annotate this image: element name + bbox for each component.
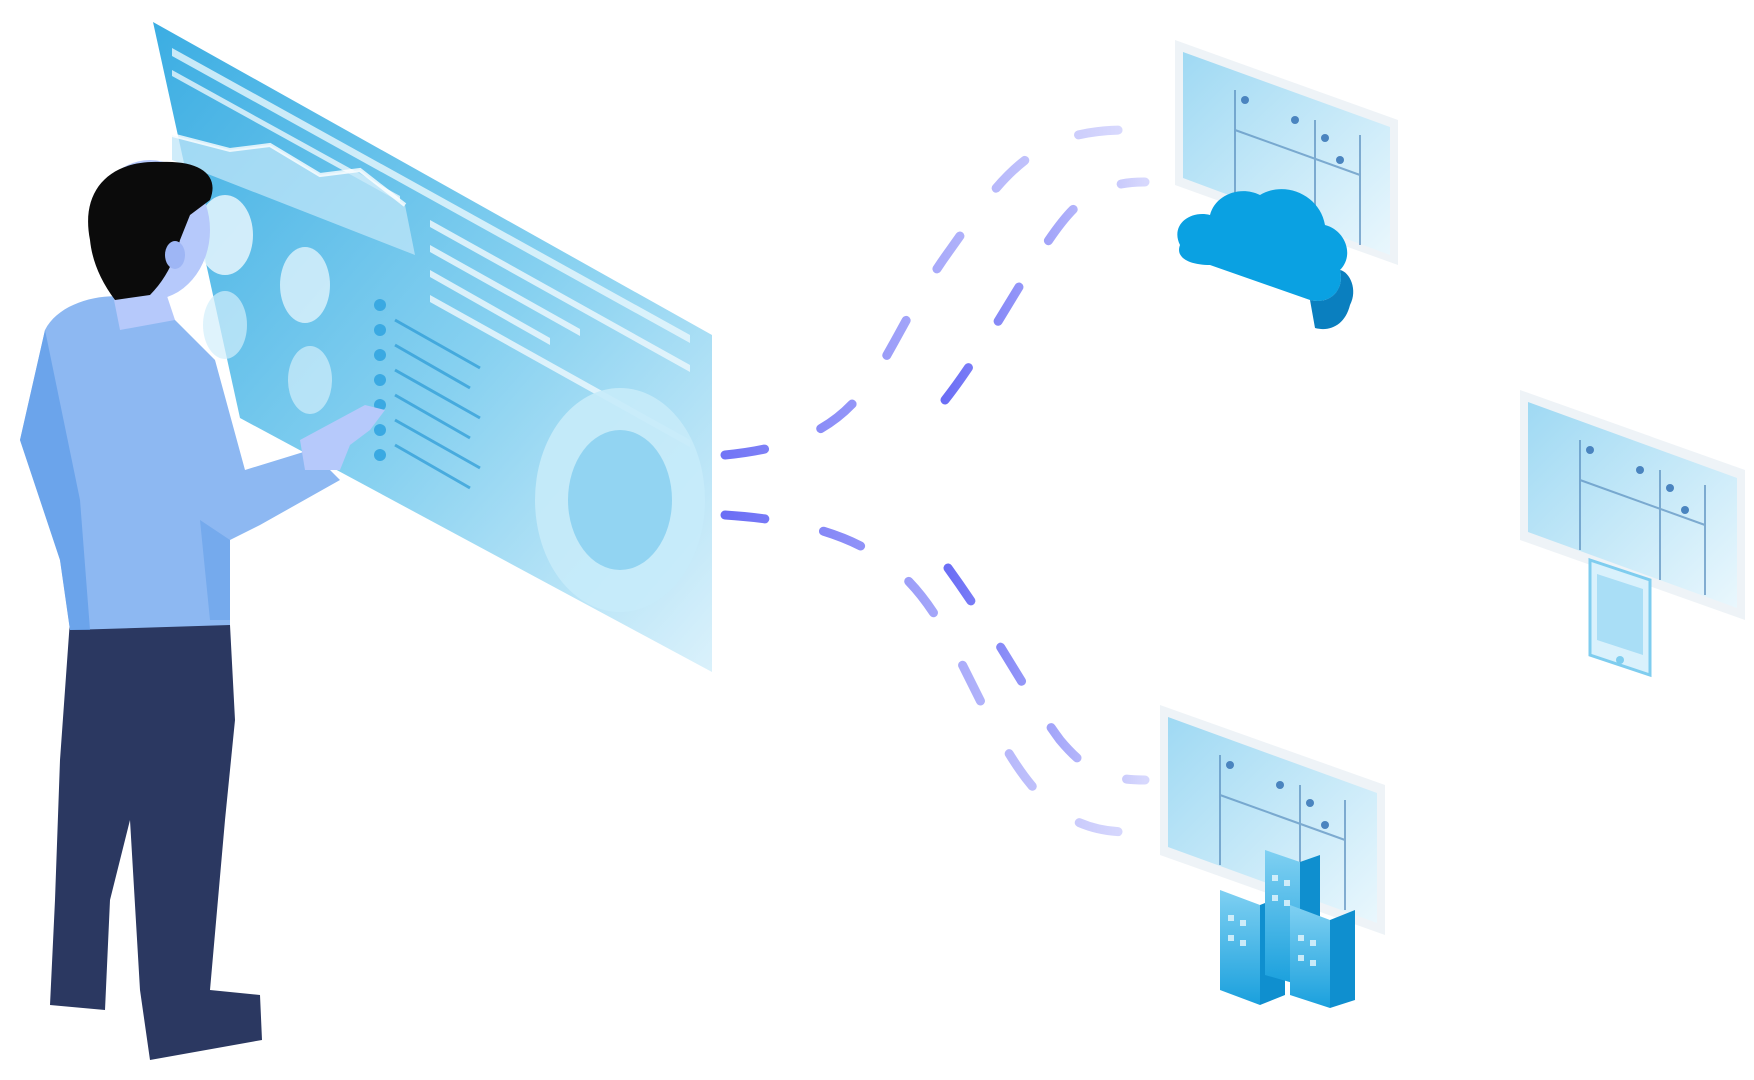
desktop-monitor-icon [1160, 705, 1385, 935]
connector-top-b [940, 177, 1150, 405]
connector-bottom-b [943, 563, 1150, 785]
office-buildings-icon [1220, 850, 1355, 1008]
desktop-monitor-icon [1175, 40, 1398, 265]
connector-bottom-a [720, 510, 1130, 837]
cloud-icon [1177, 189, 1354, 330]
connector-top-a [720, 125, 1130, 460]
desktop-monitor-icon [1520, 390, 1745, 620]
dashboard-screen [153, 22, 712, 672]
person-figure [20, 160, 385, 1060]
mobile-phone-icon [1588, 557, 1652, 678]
